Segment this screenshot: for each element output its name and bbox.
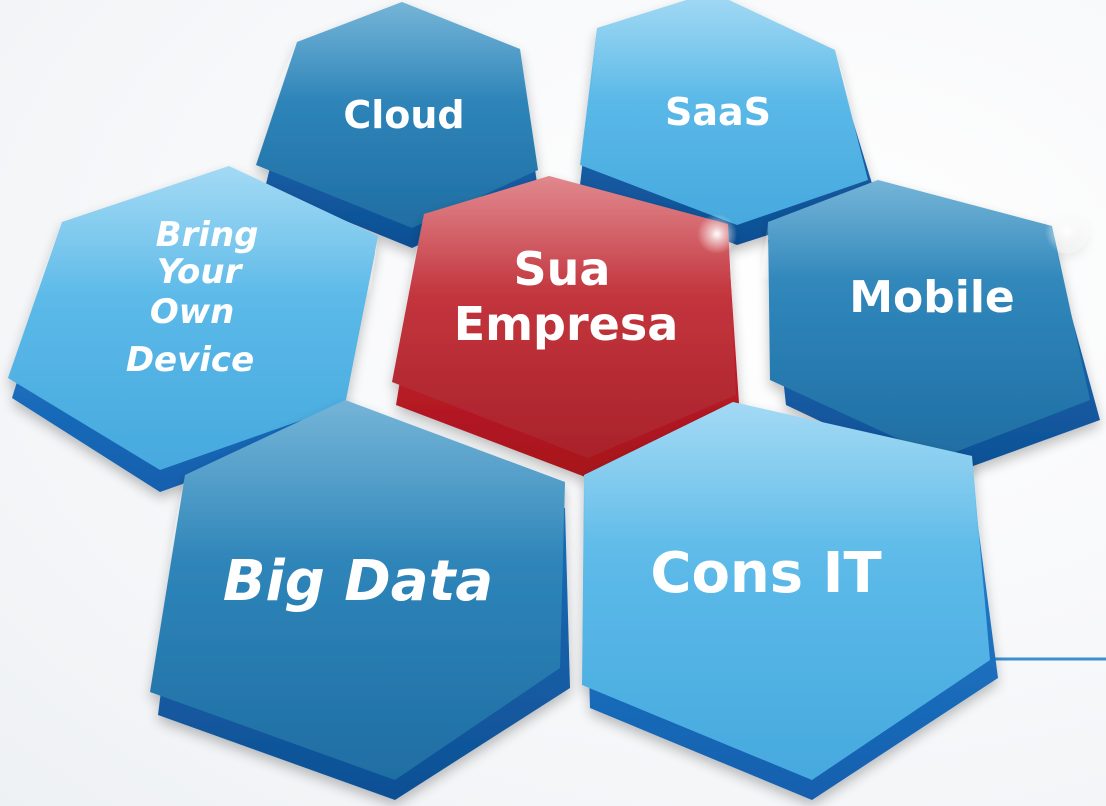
- sparkle-icon: [1045, 210, 1089, 254]
- label-saas: SaaS: [665, 90, 771, 134]
- hexagon-center: Sua Empresa: [392, 176, 740, 478]
- label-consit: Cons IT: [650, 541, 881, 606]
- hexagon-saas: SaaS: [580, 0, 877, 245]
- hexagon-consit: Cons IT: [582, 402, 998, 800]
- hexagon-cloud: Cloud: [256, 2, 538, 248]
- label-mobile: Mobile: [849, 272, 1015, 323]
- hexagon-bigdata: Big Data: [150, 400, 570, 800]
- sparkle-icon: [697, 214, 737, 254]
- label-center: Sua Empresa: [454, 242, 679, 351]
- hexagon-mobile: Mobile: [760, 180, 1100, 478]
- hexagon-byod: Bring Your Own Device: [8, 166, 378, 492]
- label-cloud: Cloud: [343, 93, 464, 137]
- label-bigdata: Big Data: [223, 549, 493, 614]
- label-byod: Bring Your Own Device: [126, 215, 271, 380]
